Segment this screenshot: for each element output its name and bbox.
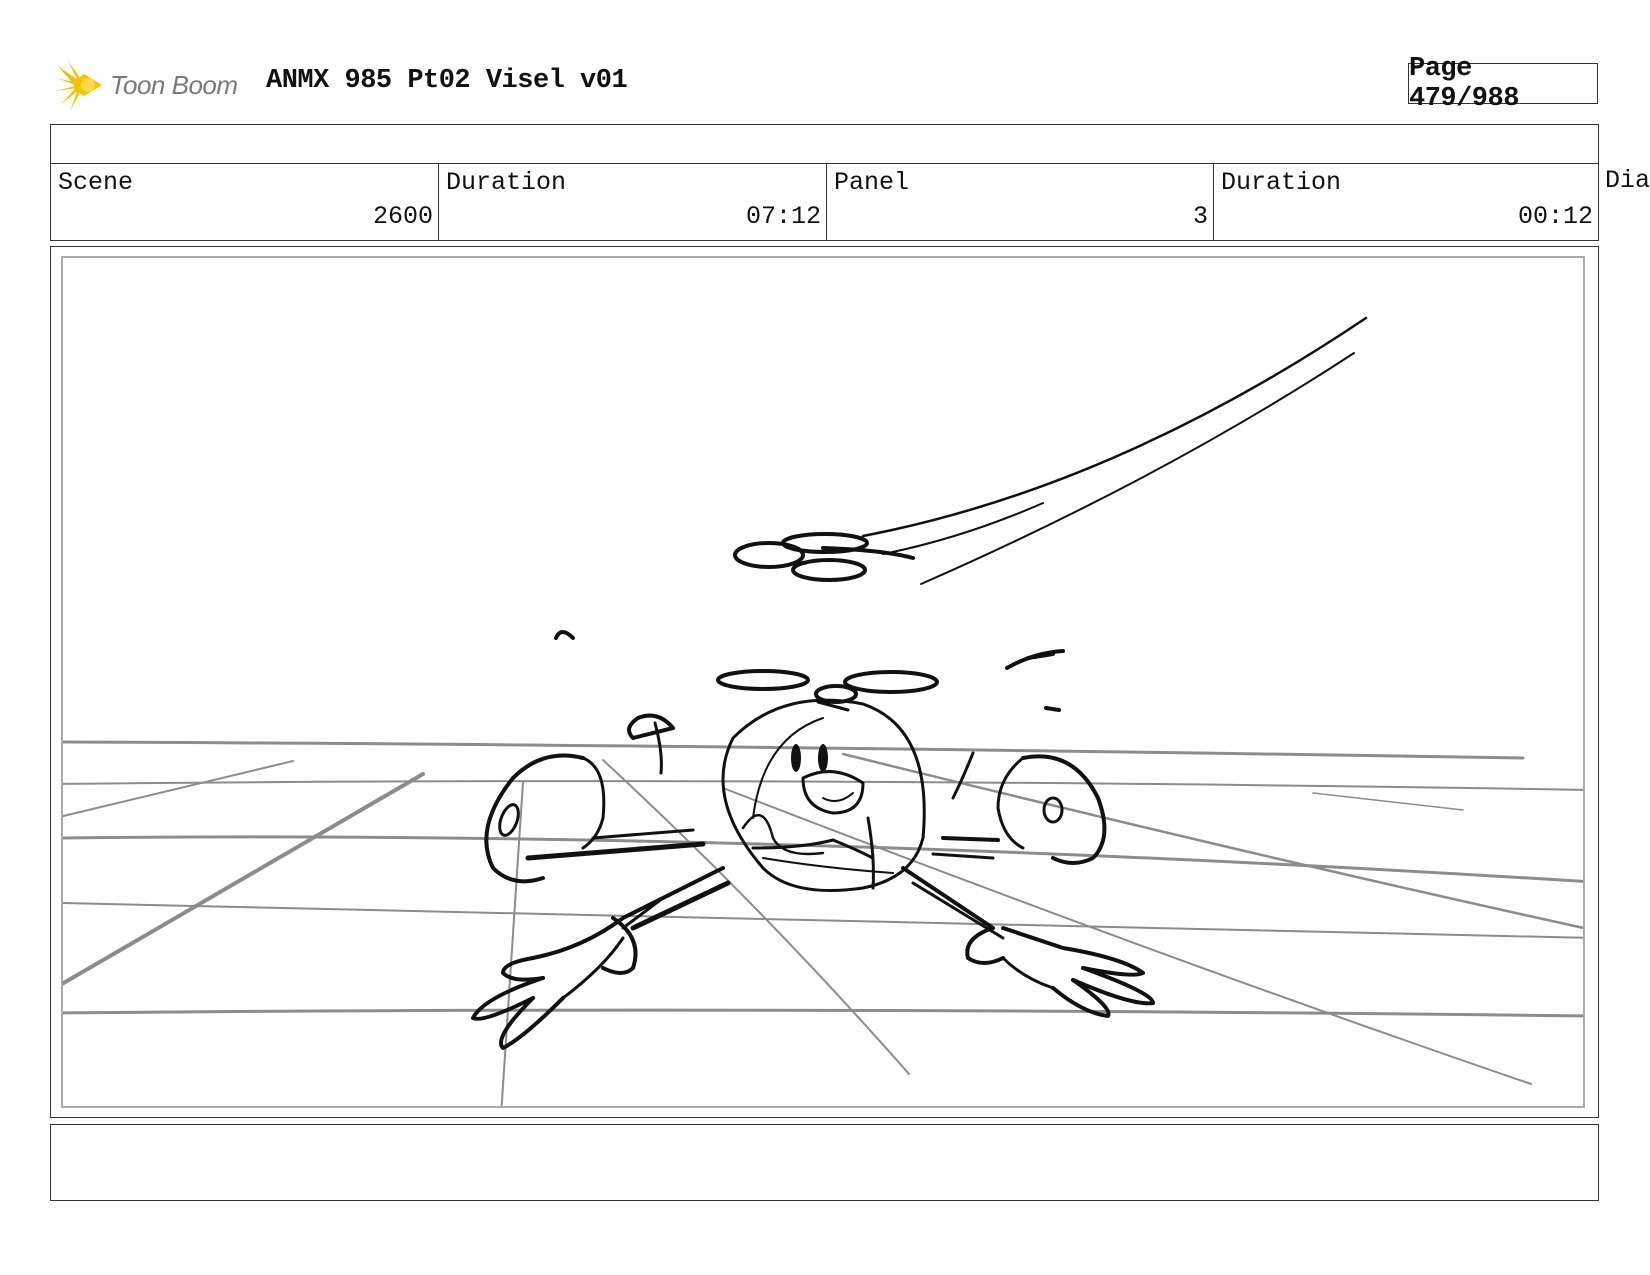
sweat-drops <box>554 630 1065 712</box>
duration-value: 07:12 <box>745 202 821 231</box>
panel-image <box>61 256 1585 1108</box>
scene-info-row: Scene 2600 Duration 07:12 Panel 3 Durati… <box>51 163 1598 241</box>
storyboard-panel <box>50 246 1599 1118</box>
floor-grid <box>63 740 1583 1106</box>
notes-area <box>50 1124 1599 1201</box>
scene-label: Scene <box>58 168 134 197</box>
speed-lines <box>861 316 1368 585</box>
page-number: Page 479/988 <box>1408 54 1598 114</box>
propeller-flying <box>733 532 915 582</box>
duration-label: Duration <box>446 168 567 197</box>
logo-text: Toon Boom <box>110 69 238 100</box>
panel-cell: Panel 3 <box>826 164 1213 241</box>
document-title: ANMX 985 Pt02 Visel v01 <box>266 66 628 96</box>
toon-boom-logo: Toon Boom <box>54 56 244 114</box>
duration-cell: Duration 07:12 <box>438 164 826 241</box>
character-sketch <box>63 316 1583 1106</box>
panel-duration-label: Duration <box>1221 168 1342 197</box>
character <box>471 669 1155 1050</box>
scene-cell: Scene 2600 <box>51 164 438 241</box>
panel-duration-cell: Duration 00:12 <box>1213 164 1598 241</box>
scene-info-table: Scene 2600 Duration 07:12 Panel 3 Durati… <box>50 124 1599 241</box>
scene-value: 2600 <box>372 202 433 231</box>
starburst-icon <box>54 61 102 111</box>
panel-label: Panel <box>834 168 910 197</box>
panel-duration-value: 00:12 <box>1517 202 1593 231</box>
dialogue-label: Dia <box>1605 166 1650 195</box>
panel-value: 3 <box>1192 202 1208 231</box>
